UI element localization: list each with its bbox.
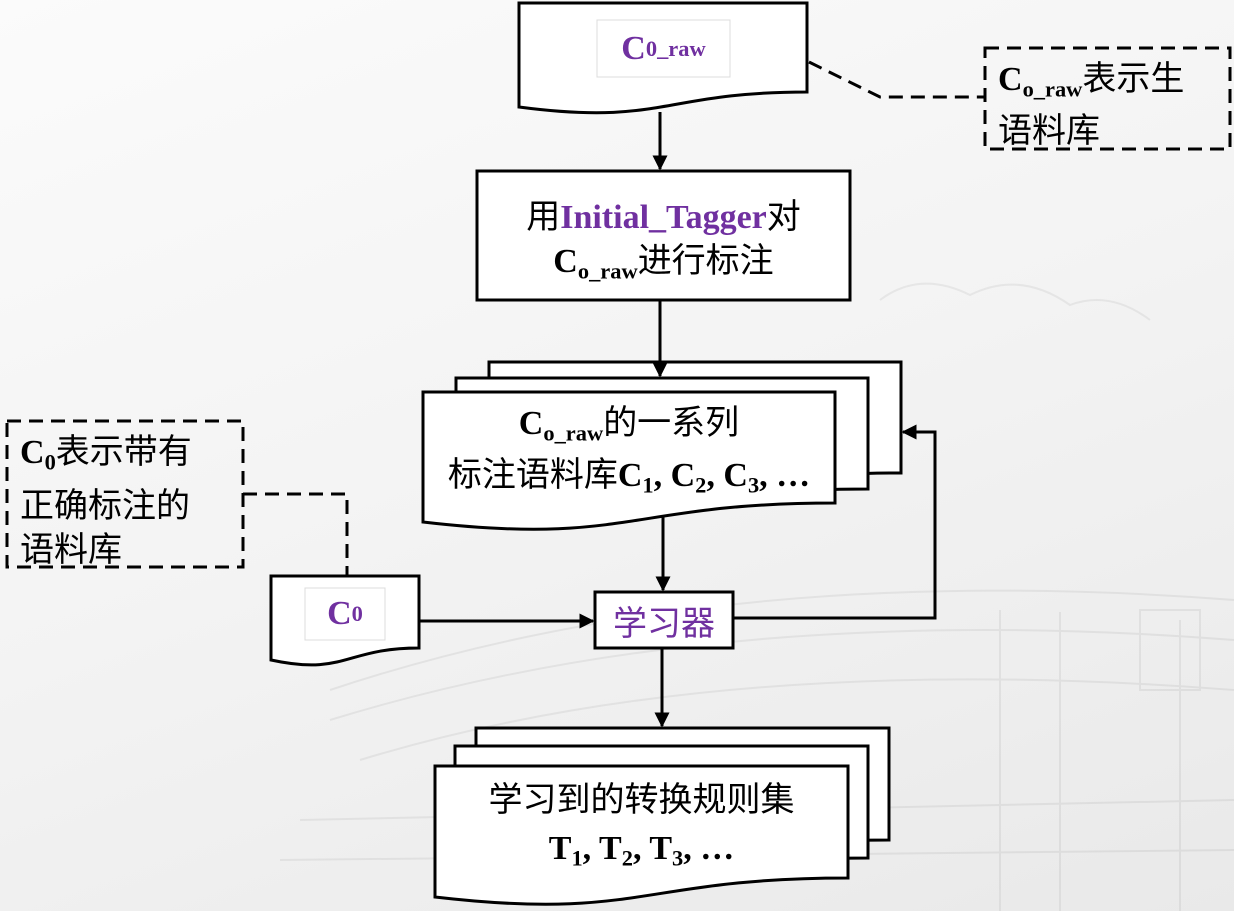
tagger-step-line-1: 用Initial_Tagger对 bbox=[477, 196, 850, 240]
gold-corpus-symbol: C bbox=[327, 595, 352, 632]
tagged-corpora-rest: 的一系列 bbox=[603, 405, 740, 442]
raw-corpus-subscript: 0_raw bbox=[645, 35, 706, 61]
raw-note-subscript: o_raw bbox=[1022, 76, 1083, 102]
rule-separator: , bbox=[683, 830, 701, 867]
tagger-action: 进行标注 bbox=[637, 243, 774, 280]
gold-note-rest: 表示带有 bbox=[55, 434, 192, 471]
learner-label: 学习器 bbox=[613, 605, 715, 643]
rule-sets-line-1: 学习到的转换规则集 bbox=[488, 782, 795, 819]
tagger-corpus-symbol: C bbox=[553, 243, 578, 280]
raw-corpus-label-box bbox=[596, 19, 731, 78]
arrow-learner-feedback bbox=[734, 424, 937, 620]
corpus-item-1-subscript: 1 bbox=[642, 472, 654, 498]
rule-item-2-subscript: 2 bbox=[621, 845, 633, 871]
initial-tagger-label: Initial_Tagger bbox=[560, 199, 767, 236]
corpus-item-2-subscript: 2 bbox=[695, 472, 707, 498]
tagged-corpora-line-2: 标注语料库C1, C2, C3, … bbox=[423, 455, 835, 507]
tagged-corpora-text: Co_raw的一系列 标注语料库C1, C2, C3, … bbox=[423, 403, 835, 506]
corpus-item-1-symbol: C bbox=[617, 456, 643, 494]
rule-item-3-subscript: 3 bbox=[672, 845, 684, 871]
rule-item-3-symbol: T bbox=[649, 830, 673, 867]
rule-separator: , bbox=[582, 830, 600, 867]
tagger-step-text: 用Initial_Tagger对 Co_raw进行标注 bbox=[477, 196, 850, 294]
gold-corpus-subscript: 0 bbox=[351, 601, 363, 626]
gold-corpus-note-text: C0表示带有 正确标注的 语料库 bbox=[20, 431, 242, 573]
raw-corpus-note-line-1: Co_raw表示生 bbox=[998, 59, 1228, 111]
rule-sets-text: 学习到的转换规则集 T1, T2, T3, … bbox=[435, 777, 848, 883]
gold-corpus-note-connector bbox=[243, 492, 349, 576]
corpus-separator: , bbox=[653, 456, 671, 494]
tagged-corpora-symbol: C bbox=[518, 405, 544, 442]
tagged-corpora-subscript: o_raw bbox=[543, 420, 604, 446]
rule-item-2-symbol: T bbox=[599, 830, 622, 867]
gold-note-subscript: 0 bbox=[44, 449, 56, 475]
tagger-corpus-subscript: o_raw bbox=[577, 258, 638, 284]
raw-corpus-note-connector bbox=[808, 60, 985, 99]
corpus-separator: , bbox=[759, 456, 777, 494]
tagged-corpora-document-front bbox=[421, 390, 837, 531]
rule-sets-line-2: T1, T2, T3, … bbox=[435, 825, 848, 883]
tagged-corpora-prefix: 标注语料库 bbox=[447, 456, 618, 494]
tagged-corpora-line-1: Co_raw的一系列 bbox=[423, 403, 835, 455]
gold-note-symbol: C bbox=[20, 434, 45, 471]
tagger-suffix: 对 bbox=[766, 199, 801, 236]
raw-corpus-symbol: C bbox=[621, 29, 646, 67]
gold-corpus-note-line-2: 正确标注的 bbox=[20, 487, 190, 525]
corpus-separator: , bbox=[706, 456, 724, 494]
tagger-step-box bbox=[475, 169, 852, 302]
gold-corpus-note-line-3: 语料库 bbox=[20, 531, 122, 569]
rule-item-1-symbol: T bbox=[548, 830, 572, 867]
corpus-ellipsis: … bbox=[776, 456, 811, 494]
rule-item-1-subscript: 1 bbox=[571, 845, 583, 871]
rule-ellipsis: … bbox=[700, 830, 735, 867]
corpus-item-2-symbol: C bbox=[670, 456, 696, 494]
raw-corpus-note-line-2: 语料库 bbox=[998, 112, 1100, 150]
gold-corpus-note-line-1: C0表示带有 bbox=[20, 431, 242, 485]
corpus-item-3-symbol: C bbox=[723, 456, 748, 494]
raw-note-symbol: C bbox=[998, 61, 1023, 98]
corpus-item-3-subscript: 3 bbox=[747, 472, 760, 498]
gold-corpus-label-box bbox=[304, 587, 386, 641]
learner-box bbox=[593, 590, 735, 650]
raw-note-rest: 表示生 bbox=[1082, 61, 1185, 98]
rule-sets-document-front bbox=[433, 764, 850, 906]
tagger-prefix: 用 bbox=[526, 199, 561, 236]
rule-separator: , bbox=[632, 830, 650, 867]
tagger-step-line-2: Co_raw进行标注 bbox=[477, 240, 850, 294]
raw-corpus-note-text: Co_raw表示生 语料库 bbox=[998, 59, 1228, 153]
